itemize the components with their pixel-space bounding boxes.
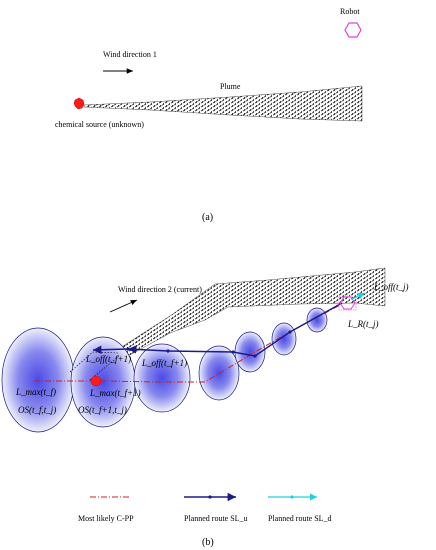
panel-a: Robot Wind direction 1 Plume chemical so… — [55, 7, 363, 223]
wind-direction-label: Wind direction 1 — [103, 50, 157, 59]
os-region-4 — [198, 345, 240, 401]
planned-route-d — [351, 292, 366, 300]
route-node — [288, 330, 292, 334]
wind-direction-2-label: Wind direction 2 (current) — [118, 285, 202, 294]
robot-icon — [344, 22, 362, 38]
os-region-3 — [133, 343, 191, 413]
os-region-6 — [271, 322, 297, 356]
legend-most-likely-label: Most likely C-PP — [78, 514, 134, 523]
robot-marker-box — [338, 295, 357, 311]
dotted-connector — [69, 351, 119, 373]
panel-b: Wind direction 2 (current) L_off(t_j) — [1, 267, 409, 548]
route-node — [253, 354, 257, 358]
caption-b: (b) — [202, 537, 214, 548]
dotted-connector — [89, 354, 121, 381]
chemical-source-icon-b — [90, 375, 102, 387]
legend-planned-d-node — [290, 495, 294, 499]
robot-label: Robot — [340, 7, 360, 16]
legend-planned-d-label: Planned route SL_d — [268, 514, 332, 523]
plume-label: Plume — [220, 82, 241, 91]
plume-shape-b — [119, 267, 386, 356]
route-node — [231, 350, 235, 354]
os-region-7 — [306, 307, 328, 333]
os-region-1 — [1, 327, 75, 433]
legend-planned-u-node — [208, 495, 212, 499]
robot-icon-b — [339, 296, 356, 310]
chemical-source-icon — [73, 97, 85, 110]
label-l-off-tf1-a: L_off(t_f+1) — [85, 354, 131, 364]
plume-shape — [83, 85, 363, 122]
legend-planned-u-label: Planned route SL_u — [184, 514, 248, 523]
chemical-source-label: chemical source (unknown) — [55, 120, 144, 129]
planned-route-u-segment — [92, 345, 129, 354]
label-l-off-tj: L_off(t_j) — [373, 282, 409, 292]
label-l-max-tf1: L_max(t_f+1) — [89, 388, 141, 398]
caption-a: (a) — [202, 212, 213, 223]
label-os-b: OS(t_f+1,t_j) — [78, 405, 127, 415]
planned-route-u — [127, 302, 343, 357]
label-l-max-tf: L_max(t_f) — [15, 387, 56, 397]
label-l-off-tf1-b: L_off(t_f+1) — [141, 358, 187, 368]
route-node — [126, 347, 130, 351]
wind-arrow-2 — [109, 299, 138, 313]
label-l-r-tj: L_R(t_j) — [347, 319, 379, 329]
label-os-a: OS(t_f,t_j) — [18, 405, 56, 415]
route-node — [166, 349, 170, 353]
legend: Most likely C-PP Planned route SL_u Plan… — [78, 492, 332, 523]
